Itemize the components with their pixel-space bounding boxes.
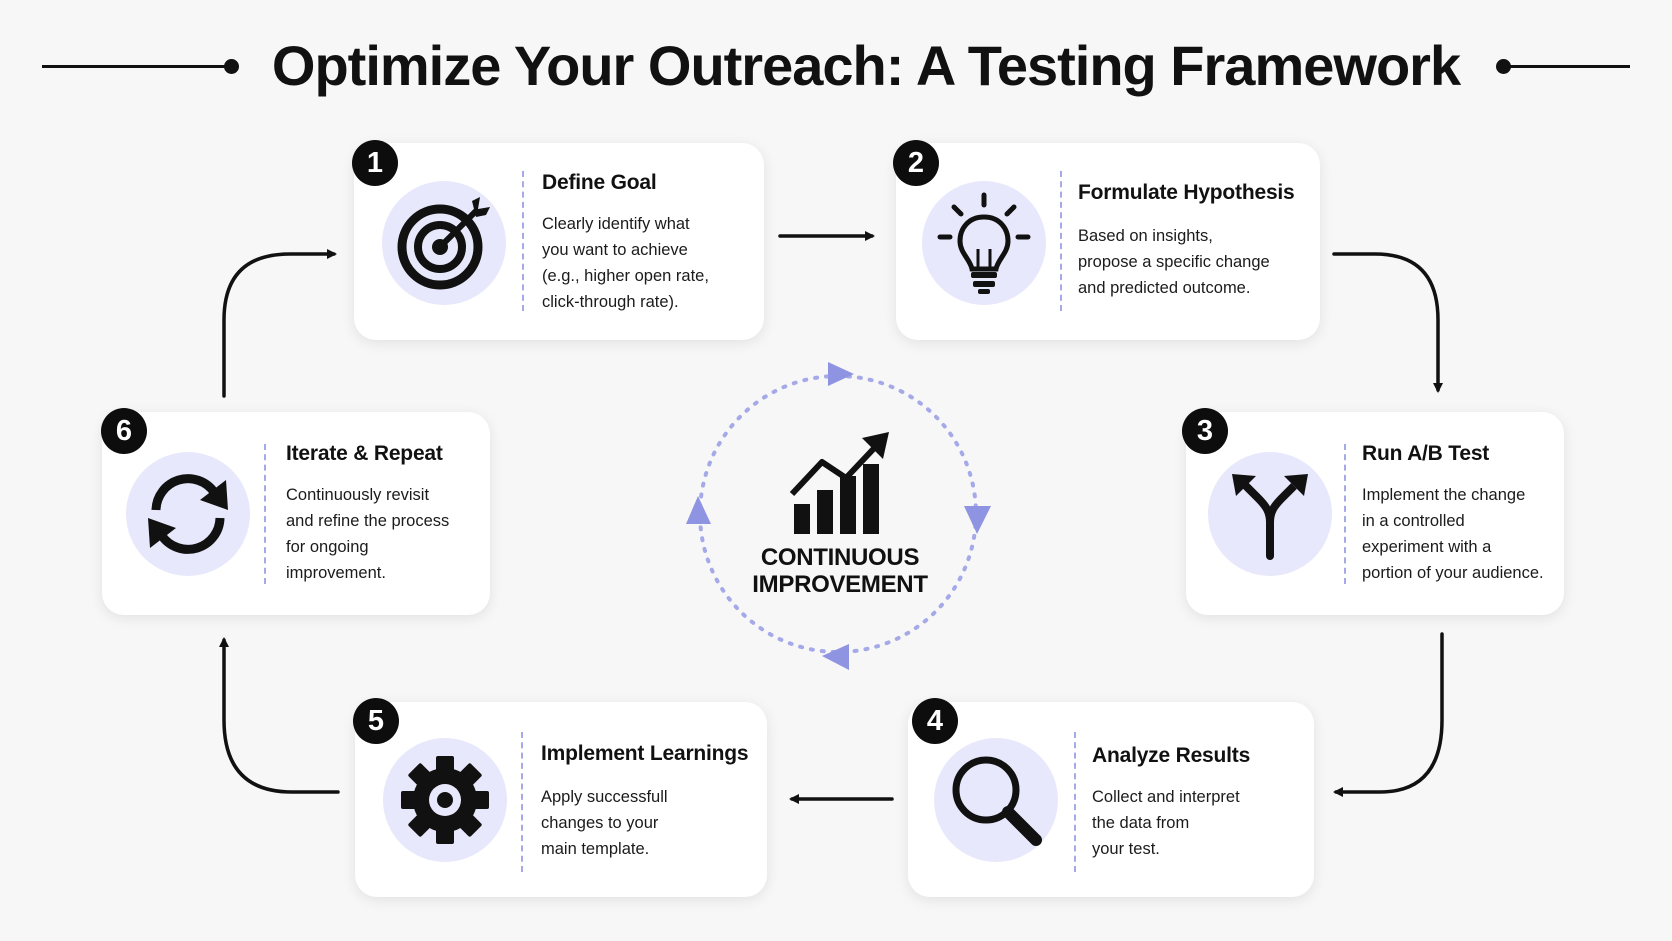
card-divider: [521, 732, 523, 872]
step-description: Clearly identify what you want to achiev…: [542, 215, 709, 311]
center-label-line2: IMPROVEMENT: [752, 571, 928, 598]
title-rule-right: [1502, 65, 1630, 68]
target-icon: [397, 197, 490, 290]
step-badge-4: 4: [912, 698, 958, 744]
split-arrow-icon-circle: [1208, 452, 1332, 576]
step-description: Apply successfull changes to your main t…: [541, 788, 668, 858]
cycle-dotted-ring: [698, 374, 978, 654]
step-badge-1: 1: [352, 140, 398, 186]
card-divider: [264, 444, 266, 584]
step-card-define-goal: Define Goal Clearly identify what you wa…: [354, 143, 764, 340]
magnifier-icon-circle: [934, 738, 1058, 862]
center-label: CONTINUOUS IMPROVEMENT: [690, 544, 990, 598]
center-label-line1: CONTINUOUS: [760, 544, 920, 571]
step-card-implement-learnings: Implement Learnings Apply successfull ch…: [355, 702, 767, 897]
growth-chart-icon: [789, 432, 889, 534]
cycle-arrowheads: [686, 362, 991, 670]
step-description: Implement the change in a controlled exp…: [1362, 486, 1544, 582]
arrow-5-to-6: [219, 637, 340, 794]
step-card-iterate-repeat: Iterate & Repeat Continuously revisit an…: [102, 412, 490, 615]
title-bar: Optimize Your Outreach: A Testing Framew…: [0, 28, 1672, 104]
lightbulb-icon-circle: [922, 181, 1046, 305]
card-divider: [1074, 732, 1076, 872]
step-badge-6: 6: [101, 408, 147, 454]
step-description: Based on insights, propose a specific ch…: [1078, 227, 1270, 297]
step-title: Iterate & Repeat: [286, 442, 443, 465]
step-badge-5: 5: [353, 698, 399, 744]
step-card-formulate-hypothesis: Formulate Hypothesis Based on insights, …: [896, 143, 1320, 340]
card-divider: [1060, 171, 1062, 311]
step-title: Run A/B Test: [1362, 442, 1490, 465]
step-title: Formulate Hypothesis: [1078, 181, 1295, 204]
card-divider: [1344, 444, 1346, 584]
step-badge-3: 3: [1182, 408, 1228, 454]
step-title: Analyze Results: [1092, 744, 1251, 767]
step-title: Implement Learnings: [541, 742, 749, 765]
gear-icon: [401, 756, 489, 844]
step-card-run-ab-test: Run A/B Test Implement the change in a c…: [1186, 412, 1564, 615]
arrow-2-to-3: [1332, 252, 1443, 393]
target-icon-circle: [382, 181, 506, 305]
step-card-analyze-results: Analyze Results Collect and interpret th…: [908, 702, 1314, 897]
refresh-icon: [148, 474, 228, 554]
gear-icon-circle: [383, 738, 507, 862]
lightbulb-icon: [937, 192, 1031, 294]
step-badge-2: 2: [893, 140, 939, 186]
card-divider: [522, 171, 524, 311]
split-arrow-icon: [1232, 474, 1308, 560]
step-description: Continuously revisit and refine the proc…: [286, 486, 450, 582]
arrow-6-to-1: [222, 249, 337, 398]
magnifier-icon: [952, 756, 1042, 846]
page-title: Optimize Your Outreach: A Testing Framew…: [271, 34, 1461, 97]
refresh-icon-circle: [126, 452, 250, 576]
title-rule-left: [42, 65, 230, 68]
step-description: Collect and interpret the data from your…: [1092, 788, 1240, 858]
title-dot-left: [224, 59, 239, 74]
arrow-3-to-4: [1333, 632, 1444, 797]
step-title: Define Goal: [542, 171, 657, 194]
